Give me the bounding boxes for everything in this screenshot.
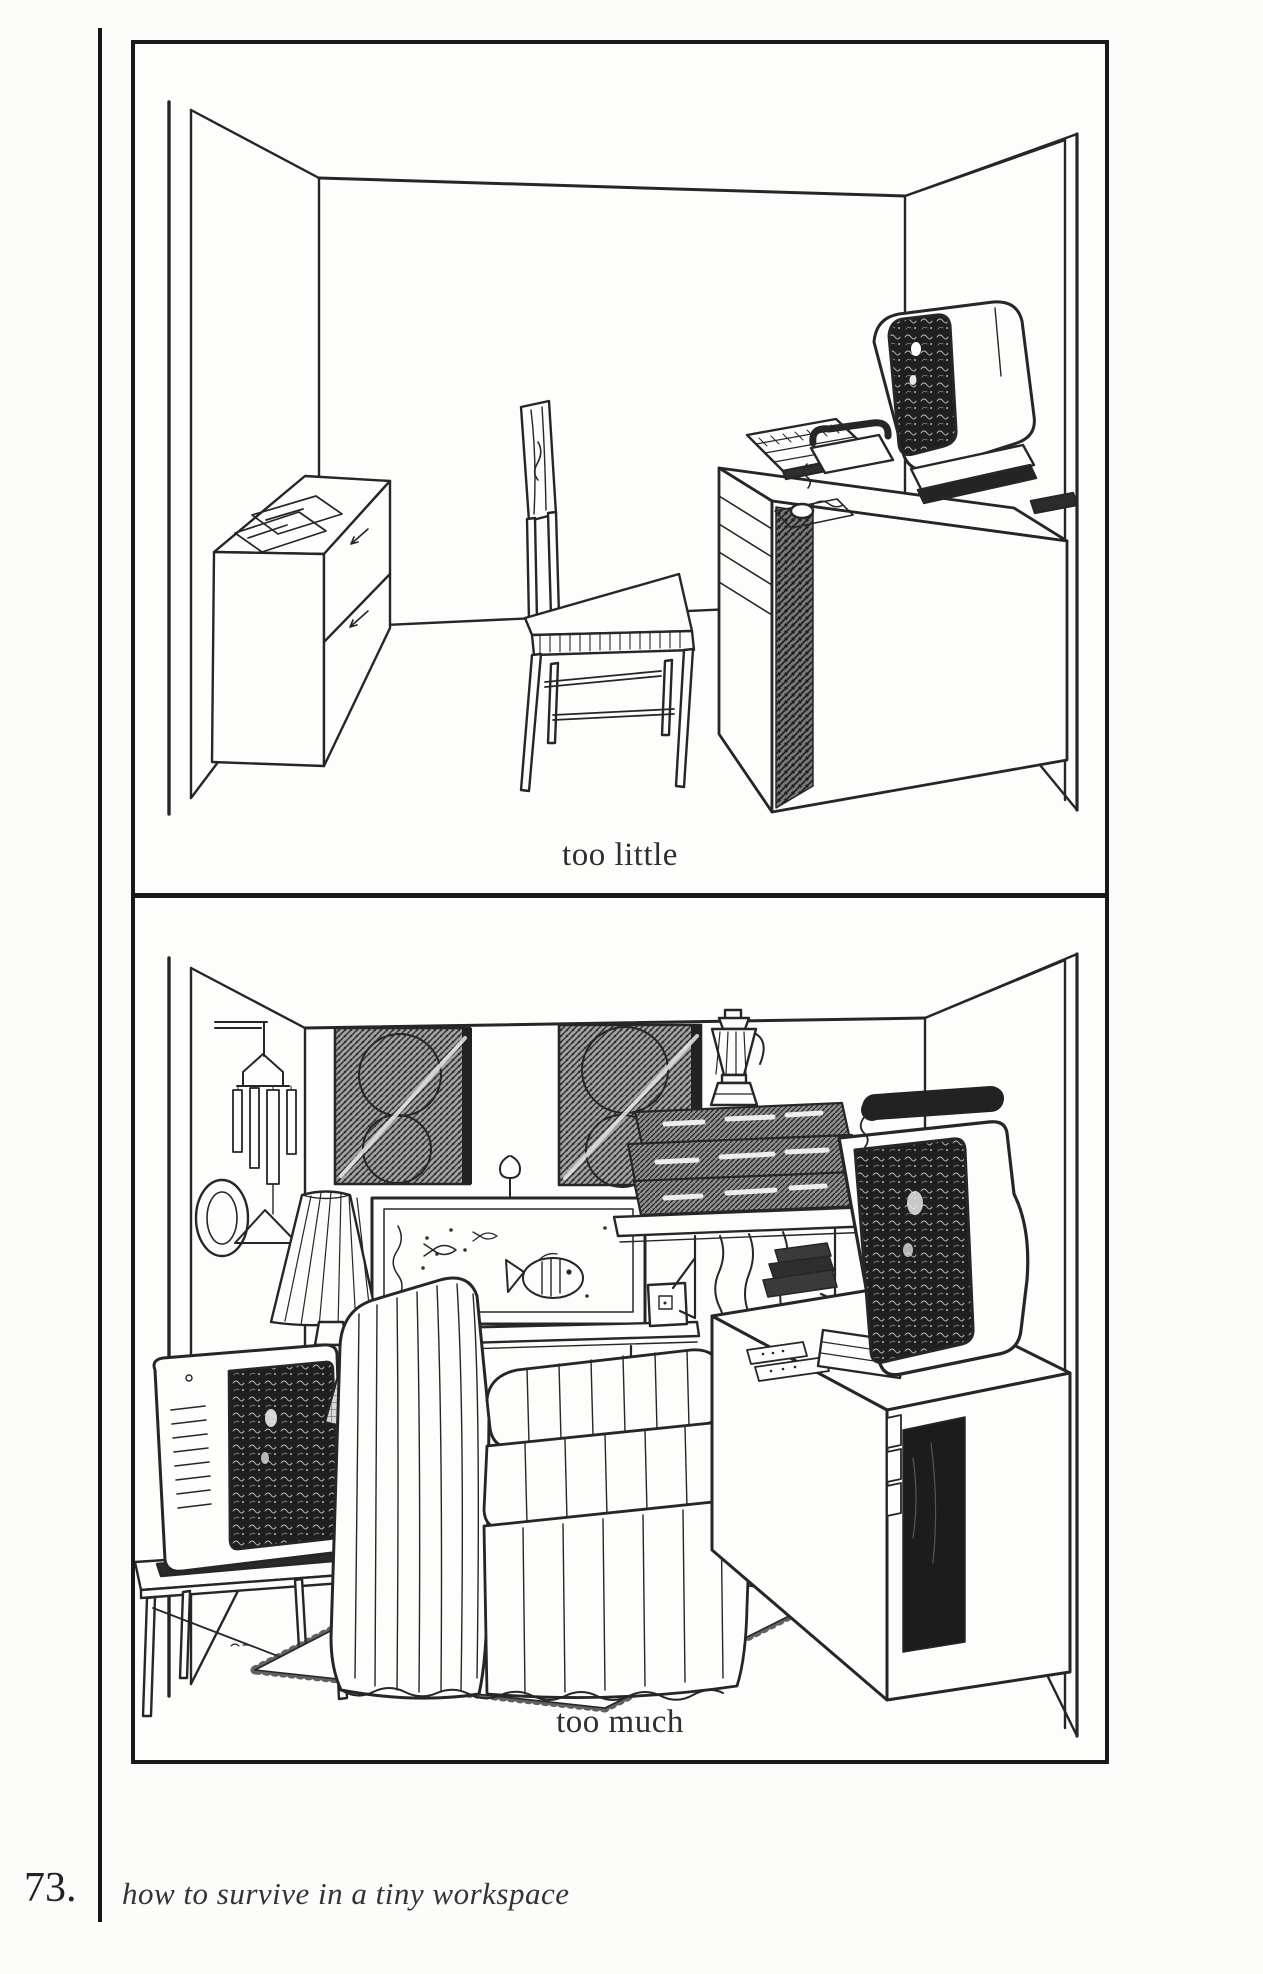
page-number: 73. — [24, 1865, 77, 1911]
desk — [717, 466, 1069, 814]
desk — [710, 1284, 1072, 1702]
cassette-stack — [762, 1242, 838, 1298]
computer-monitor — [872, 300, 1079, 515]
oval-mirror — [194, 1178, 250, 1258]
papers — [234, 495, 343, 553]
too-little-illustration — [167, 100, 1079, 816]
mouse — [774, 498, 854, 529]
fish-tank — [370, 1155, 647, 1326]
telephone-handset — [859, 1085, 1004, 1148]
panel-too-little: too little — [135, 44, 1105, 893]
chapter-title: how to survive in a tiny workspace — [122, 1876, 570, 1911]
illustration-frame: too little — [131, 40, 1109, 1764]
striped-couch — [329, 1276, 755, 1701]
television — [152, 1343, 347, 1578]
telephone — [803, 419, 895, 489]
file-cabinet — [210, 474, 392, 768]
blender — [709, 1008, 765, 1107]
caption-too-much: too much — [556, 1704, 684, 1740]
remote-controls — [746, 1341, 830, 1382]
panel-divider — [135, 893, 1105, 898]
margin-rule — [98, 28, 102, 1922]
panel-too-much: too much — [135, 898, 1105, 1760]
too-much-illustration — [135, 952, 1079, 1738]
chair — [519, 399, 696, 793]
speaker-left — [333, 1026, 472, 1186]
caption-too-little: too little — [562, 837, 678, 873]
computer-monitor — [837, 1120, 1030, 1377]
drawer-handles — [349, 528, 369, 628]
stereo-stack — [612, 1101, 877, 1355]
